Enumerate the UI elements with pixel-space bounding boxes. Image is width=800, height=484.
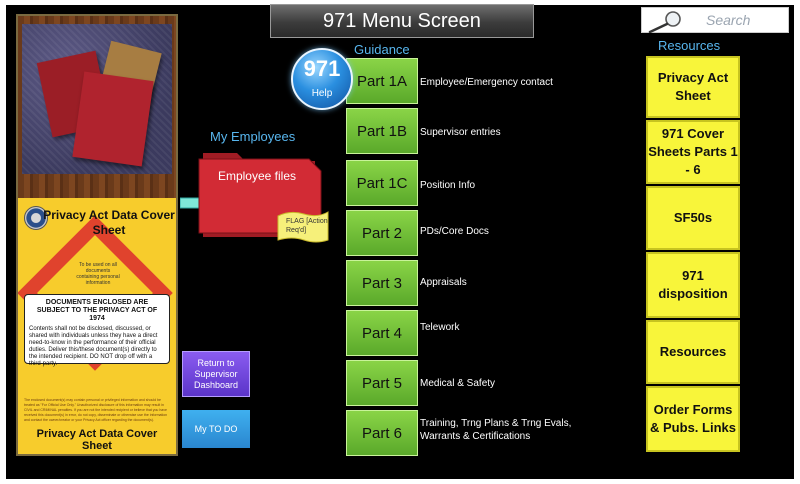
part-3-button[interactable]: Part 3 [346,260,418,306]
part-1c-button[interactable]: Part 1C [346,160,418,206]
part-4-description: Telework [420,322,460,333]
my-todo-button[interactable]: My TO DO [182,410,250,448]
part-5-button[interactable]: Part 5 [346,360,418,406]
part-1a-button[interactable]: Part 1A [346,58,418,104]
parts-column: Part 1A Part 1B Part 1C Part 2 Part 3 Pa… [346,58,418,458]
971-disposition-button[interactable]: 971 disposition [646,252,740,318]
flag-label: FLAG [Action Req'd] [286,218,328,234]
privacy-act-cover-image[interactable]: Privacy Act Data Cover Sheet To be used … [16,14,178,456]
flag-action-required[interactable]: FLAG [Action Req'd] [276,210,330,244]
subject-body: Contents shall not be disclosed, discuss… [29,326,158,367]
return-to-dashboard-button[interactable]: Return to Supervisor Dashboard [182,351,250,397]
guidance-heading: Guidance [354,42,410,57]
cover-footer: Privacy Act Data Cover Sheet [36,428,158,452]
search-input[interactable]: Search [641,7,789,33]
subject-heading: DOCUMENTS ENCLOSED ARE SUBJECT TO THE PR… [36,299,158,322]
resources-heading: Resources [658,38,721,53]
part-1b-button[interactable]: Part 1B [346,108,418,154]
fine-print: The enclosed document(s) may contain per… [24,398,168,422]
part-4-button[interactable]: Part 4 [346,310,418,356]
part-2-button[interactable]: Part 2 [346,210,418,256]
magnifier-icon [648,11,681,33]
help-button[interactable]: 971 Help [291,48,353,110]
971-cover-sheets-button[interactable]: 971 Cover Sheets Parts 1 - 6 [646,120,740,184]
cover-sheet: Privacy Act Data Cover Sheet To be used … [18,198,176,454]
employee-files-label: Employee files [217,169,297,183]
part-1c-description: Position Info [420,180,476,191]
folder-icon [72,71,154,167]
part-3-description: Appraisals [420,277,467,288]
diamond-note: To be used on all documents containing p… [76,262,120,286]
resources-button[interactable]: Resources [646,320,740,384]
part-1b-description: Supervisor entries [420,127,501,138]
part-5-description: Medical & Safety [420,378,496,389]
folder-photo [18,16,176,206]
privacy-act-sheet-button[interactable]: Privacy Act Sheet [646,56,740,118]
help-number: 971 [303,56,341,81]
part-6-description: Training, Trng Plans & Trng Evals, Warra… [420,418,572,442]
part-2-description: PDs/Core Docs [420,226,489,237]
flag-icon [277,211,329,243]
page-title: 971 Menu Screen [270,4,534,38]
my-employees-heading: My Employees [210,129,296,144]
sf50s-button[interactable]: SF50s [646,186,740,250]
part-1a-description: Employee/Emergency contact [420,77,553,88]
search-placeholder: Search [706,12,751,28]
subject-box: DOCUMENTS ENCLOSED ARE SUBJECT TO THE PR… [24,294,170,367]
dod-seal-icon [24,206,48,230]
part-6-button[interactable]: Part 6 [346,410,418,456]
order-forms-links-button[interactable]: Order Forms & Pubs. Links [646,386,740,452]
cover-title: Privacy Act Data Cover Sheet [43,208,175,237]
help-label: Help [311,88,333,99]
